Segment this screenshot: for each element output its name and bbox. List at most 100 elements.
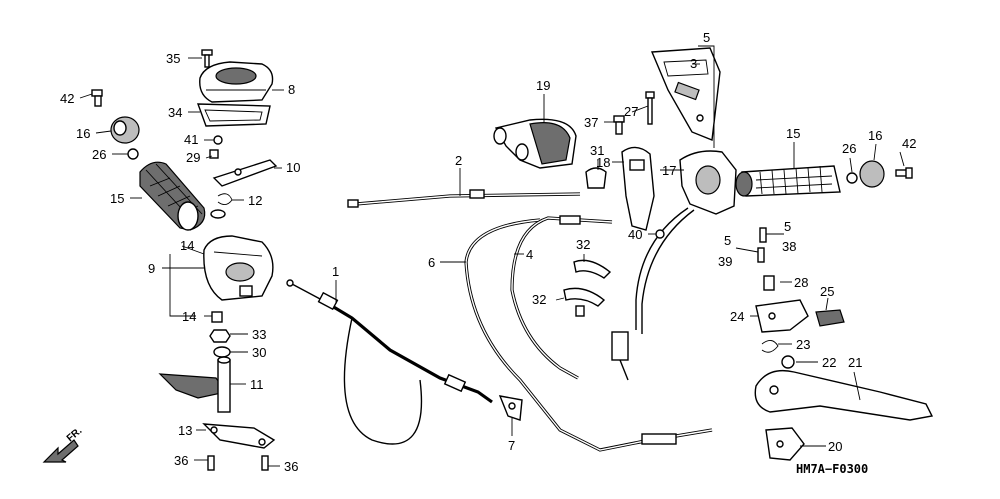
callout-4: 4 xyxy=(526,247,533,262)
callout-42-right: 42 xyxy=(902,136,916,151)
part-33-nut xyxy=(209,329,231,343)
part-screw-36-right xyxy=(261,455,269,471)
part-bar-end-weight-16-left xyxy=(110,116,140,144)
callout-38: 38 xyxy=(782,239,796,254)
callout-5-top: 5 xyxy=(703,30,710,45)
front-direction-label: FR. xyxy=(65,425,85,444)
part-switch-housing-5 xyxy=(650,47,721,141)
middle-components xyxy=(493,47,737,239)
part-31 xyxy=(585,167,607,189)
part-cable-6 xyxy=(464,218,713,452)
part-29 xyxy=(209,149,219,159)
part-screw-38 xyxy=(759,227,767,243)
callout-numbers: 35 8 42 34 16 41 26 29 10 15 12 14 9 14 … xyxy=(60,30,916,474)
part-clip-32-upper xyxy=(573,259,612,279)
callout-17: 17 xyxy=(662,163,676,178)
callout-24: 24 xyxy=(730,309,744,324)
callout-41: 41 xyxy=(184,132,198,147)
callout-8: 8 xyxy=(288,82,295,97)
part-bolt-42-right xyxy=(895,167,913,179)
callout-15-right: 15 xyxy=(786,126,800,141)
callout-29: 29 xyxy=(186,150,200,165)
part-screw-37 xyxy=(613,115,625,135)
leader-lines xyxy=(79,45,905,467)
callout-27: 27 xyxy=(624,104,638,119)
part-pin-27 xyxy=(645,91,655,125)
part-bar-end-weight-16-right xyxy=(859,160,885,188)
callout-28: 28 xyxy=(794,275,808,290)
callout-26-left: 26 xyxy=(92,147,106,162)
part-spring-23 xyxy=(761,340,779,353)
part-screw-39 xyxy=(757,247,765,263)
callout-3: 3 xyxy=(690,56,697,71)
callout-36-right: 36 xyxy=(284,459,298,474)
callout-9: 9 xyxy=(148,261,155,276)
left-throttle-assembly xyxy=(91,49,278,471)
part-25 xyxy=(815,309,845,327)
part-cover-19 xyxy=(493,118,577,169)
part-clamp-7 xyxy=(498,395,523,421)
part-14-collar-lower xyxy=(211,311,223,323)
part-41 xyxy=(213,135,223,145)
callout-42-left: 42 xyxy=(60,91,74,106)
part-switch-17 xyxy=(679,150,737,215)
part-26-right xyxy=(846,172,858,184)
callout-32-upper: 32 xyxy=(576,237,590,252)
part-22 xyxy=(781,355,795,369)
callout-11: 11 xyxy=(250,377,264,392)
part-brake-lever-21 xyxy=(754,369,934,421)
part-12-spring xyxy=(217,193,233,205)
callout-14-upper: 14 xyxy=(180,238,194,253)
callout-12: 12 xyxy=(248,193,262,208)
part-cable-2 xyxy=(347,189,581,208)
part-cable-4 xyxy=(510,215,613,380)
part-14-washer-upper xyxy=(210,209,226,219)
callout-37: 37 xyxy=(584,115,598,130)
front-arrow-icon xyxy=(42,439,79,463)
part-screw-36-left xyxy=(207,455,215,471)
callout-32-lower: 32 xyxy=(532,292,546,307)
callout-14-lower: 14 xyxy=(182,309,196,324)
part-grip-15-left xyxy=(139,161,206,231)
callout-5-mid: 5 xyxy=(784,219,791,234)
callout-30: 30 xyxy=(252,345,266,360)
callout-20: 20 xyxy=(828,439,842,454)
callout-6: 6 xyxy=(428,255,435,270)
part-30-washer xyxy=(213,346,231,358)
part-40 xyxy=(655,229,665,239)
part-clip-32-lower xyxy=(563,287,606,317)
part-throttle-cable-1 xyxy=(286,279,493,445)
callout-16-left: 16 xyxy=(76,126,90,141)
callout-5-left: 5 xyxy=(724,233,731,248)
part-bracket-24 xyxy=(755,299,809,333)
part-bolt-28 xyxy=(763,275,775,291)
part-throttle-housing-9 xyxy=(203,235,274,301)
part-throttle-cover-8 xyxy=(199,61,274,103)
callout-35: 35 xyxy=(166,51,180,66)
diagram-code: HM7A−F0300 xyxy=(796,462,868,476)
callout-15-left: 15 xyxy=(110,191,124,206)
callout-7: 7 xyxy=(508,438,515,453)
cables xyxy=(286,189,713,452)
part-10-lever-plate xyxy=(212,159,278,187)
front-direction-marker: FR. xyxy=(42,425,85,463)
callout-10: 10 xyxy=(286,160,300,175)
part-bolt-35 xyxy=(201,49,213,68)
part-grip-15-right xyxy=(735,165,841,197)
callout-25: 25 xyxy=(820,284,834,299)
part-thumb-lever-11 xyxy=(158,356,231,413)
right-brake-assembly xyxy=(735,160,934,461)
callout-33: 33 xyxy=(252,327,266,342)
callout-23: 23 xyxy=(796,337,810,352)
part-bracket-18 xyxy=(621,146,655,231)
callout-22: 22 xyxy=(822,355,836,370)
callout-13: 13 xyxy=(178,423,192,438)
part-holder-20 xyxy=(765,427,805,461)
callout-2: 2 xyxy=(455,153,462,168)
part-gasket-34 xyxy=(196,103,271,127)
callout-36-left: 36 xyxy=(174,453,188,468)
callout-1: 1 xyxy=(332,264,339,279)
callout-19: 19 xyxy=(536,78,550,93)
callout-21: 21 xyxy=(848,355,862,370)
